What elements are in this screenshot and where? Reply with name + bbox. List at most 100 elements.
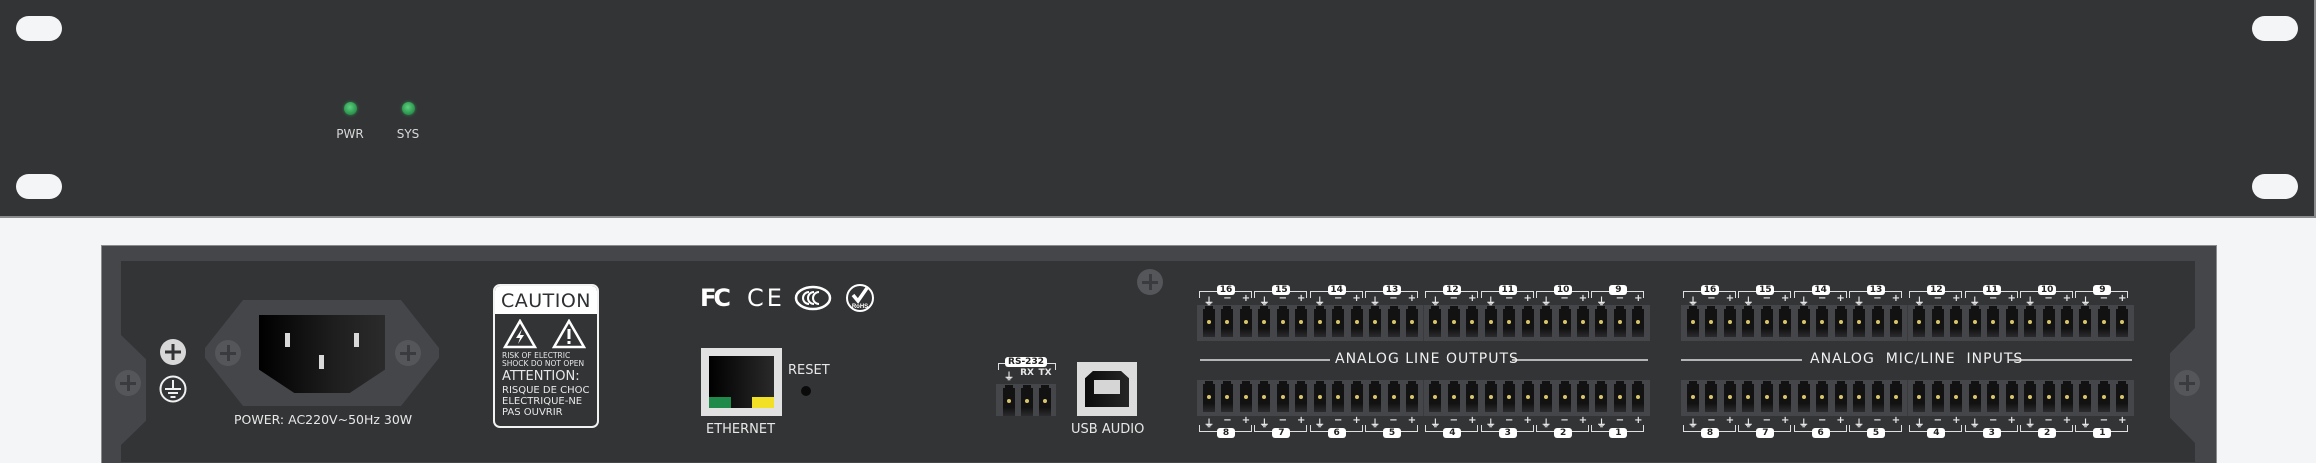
attention-line-1: RISQUE DE CHOC xyxy=(502,385,590,396)
channel-number-label: 16 xyxy=(1701,285,1719,295)
terminal-pin xyxy=(1760,306,1773,337)
minus-pin-label: − xyxy=(1449,415,1459,426)
ground-pin-label: ⏚ xyxy=(1798,419,1809,430)
channel-number-label: 6 xyxy=(1327,428,1346,438)
minus-pin-label: − xyxy=(1333,415,1343,426)
ground-pin-label: ⏚ xyxy=(1914,297,1925,308)
terminal-pin xyxy=(1632,381,1645,412)
terminal-pin xyxy=(2079,381,2092,412)
channel-number-label: 12 xyxy=(1927,285,1946,295)
plus-pin-label: + xyxy=(1725,415,1735,426)
plus-pin-label: + xyxy=(1836,415,1845,426)
rohs-logo-icon: RoHS xyxy=(846,284,874,312)
ground-pin-label: ⏚ xyxy=(1370,419,1381,430)
ground-pin-label: ⏚ xyxy=(1314,419,1325,430)
analog-mic-line-inputs-bottom-terminal-block[interactable] xyxy=(1681,380,2134,416)
ground-pin-label: ⏚ xyxy=(1914,419,1925,430)
plus-pin-label: + xyxy=(1352,293,1361,304)
plus-pin-label: + xyxy=(2118,415,2127,426)
block-separator xyxy=(1907,305,1908,341)
minus-pin-label: − xyxy=(1504,415,1514,426)
terminal-pin xyxy=(1889,381,1902,412)
terminal-pin xyxy=(1853,306,1866,337)
terminal-pin xyxy=(1987,381,2000,412)
plus-pin-label: + xyxy=(1523,415,1532,426)
analog-mic-line-inputs-top-terminal-block[interactable] xyxy=(1681,305,2134,341)
terminal-pin xyxy=(1577,381,1589,412)
plus-pin-label: + xyxy=(1952,415,1961,426)
svg-text:RoHS: RoHS xyxy=(852,304,868,310)
ce-logo-icon: CE xyxy=(747,284,785,312)
rack-ear-hole xyxy=(2252,16,2298,41)
minus-pin-label: − xyxy=(1762,293,1771,304)
analog-line-outputs-top-terminal-block[interactable] xyxy=(1197,305,1650,341)
terminal-pin xyxy=(1834,306,1847,337)
channel-number-label: 3 xyxy=(1982,428,2001,438)
power-inlet-socket[interactable] xyxy=(259,315,385,393)
channel-number-label: 9 xyxy=(2093,285,2112,295)
ground-pin-label: ⏚ xyxy=(1204,419,1214,430)
plus-pin-label: + xyxy=(1781,293,1790,304)
plus-pin-label: + xyxy=(1781,415,1790,426)
terminal-pin xyxy=(1484,306,1497,337)
plus-pin-label: + xyxy=(1241,293,1251,304)
ground-pin-label: ⏚ xyxy=(1969,297,1980,308)
terminal-pin xyxy=(1723,381,1736,412)
ground-pin-label: ⏚ xyxy=(1370,297,1381,308)
terminal-pin xyxy=(1558,306,1571,337)
left-mount-screw-icon xyxy=(115,370,141,396)
terminal-pin xyxy=(1968,306,1981,337)
rs232-pin-tx-label: TX xyxy=(1038,368,1052,378)
inlet-screw-icon xyxy=(215,340,241,366)
ethernet-socket xyxy=(709,356,774,408)
channel-number-label: 9 xyxy=(1609,285,1628,295)
terminal-pin xyxy=(1913,306,1926,337)
terminal-pin xyxy=(1295,306,1308,337)
minus-pin-label: − xyxy=(1504,293,1514,304)
channel-number-label: 14 xyxy=(1811,285,1830,295)
ground-pin-label: ⏚ xyxy=(1541,297,1552,308)
channel-number-label: 5 xyxy=(1867,428,1886,438)
terminal-pin xyxy=(1779,306,1792,337)
plus-pin-label: + xyxy=(2007,293,2016,304)
terminal-pin xyxy=(1913,381,1926,412)
terminal-pin xyxy=(2024,381,2037,412)
terminal-pin xyxy=(1221,381,1234,412)
analog-line-outputs-bottom-terminal-block[interactable] xyxy=(1197,380,1650,416)
plus-pin-label: + xyxy=(1836,293,1845,304)
ground-pin-label: ⏚ xyxy=(1743,419,1754,430)
electric-shock-warning-icon xyxy=(503,319,537,349)
channel-number-label: 14 xyxy=(1327,285,1346,295)
section-divider-line xyxy=(1512,359,1648,361)
terminal-pin xyxy=(2061,381,2073,412)
terminal-pin xyxy=(1350,306,1363,337)
plus-pin-label: + xyxy=(2007,415,2016,426)
plus-pin-label: + xyxy=(1578,415,1588,426)
rs232-terminal[interactable] xyxy=(996,384,1056,416)
terminal-pin xyxy=(1540,306,1553,337)
power-pin xyxy=(354,333,359,347)
plus-pin-label: + xyxy=(2062,293,2072,304)
terminal-pin xyxy=(2079,306,2092,337)
analog-line-outputs-title: ANALOG LINE OUTPUTS xyxy=(1335,351,1519,367)
terminal-pin xyxy=(1613,306,1626,337)
minus-pin-label: − xyxy=(1560,415,1569,426)
usb-audio-port[interactable] xyxy=(1077,362,1137,416)
ethernet-port[interactable] xyxy=(701,348,782,416)
channel-number-label: 12 xyxy=(1443,285,1462,295)
caution-label: CAUTION RISK OF ELECTRIC SHOCK DO NOT OP… xyxy=(493,284,599,428)
rs232-pin-rx-label: RX xyxy=(1020,368,1034,378)
ground-pin-label: ⏚ xyxy=(2025,419,2036,430)
terminal-pin xyxy=(1931,306,1944,337)
plus-pin-label: + xyxy=(2118,293,2127,304)
terminal-pin xyxy=(1276,306,1289,337)
plus-pin-label: + xyxy=(1297,293,1306,304)
sys-label: SYS xyxy=(396,127,420,141)
minus-pin-label: − xyxy=(1389,415,1398,426)
reset-button[interactable] xyxy=(801,386,811,396)
ground-screw-icon[interactable] xyxy=(160,339,186,365)
caution-line-1: RISK OF ELECTRIC xyxy=(502,351,571,360)
ground-pin-label: ⏚ xyxy=(1798,297,1809,308)
channel-number-label: 2 xyxy=(1554,428,1573,438)
usb-audio-label: USB AUDIO xyxy=(1071,422,1145,437)
